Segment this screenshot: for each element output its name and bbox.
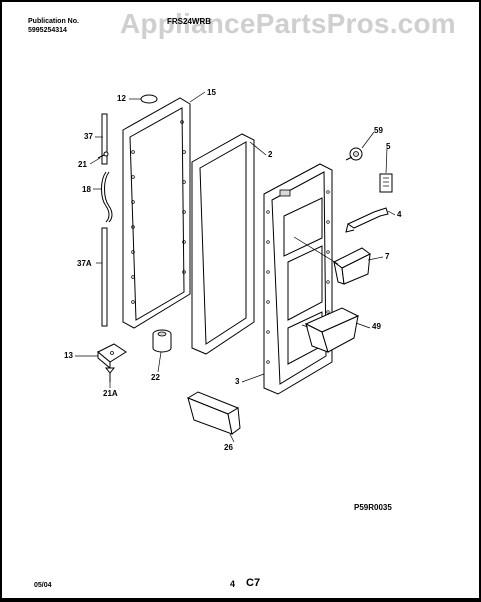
callout-7: 7	[385, 252, 390, 261]
door-gasket-part	[191, 133, 255, 355]
callout-3: 3	[235, 377, 240, 386]
handle-trim-upper-part	[101, 113, 108, 165]
callout-21a: 21A	[103, 389, 118, 398]
handle-trim-lower-part	[101, 227, 108, 327]
footer-page-number: 4	[230, 579, 236, 589]
door-bin-lower-part	[304, 307, 360, 353]
callout-37a: 37A	[77, 259, 92, 268]
hinge-part	[97, 343, 127, 370]
door-shelf-bottom-part	[186, 391, 241, 435]
cover-part	[140, 94, 158, 104]
publication-title: Publication No.	[28, 18, 79, 25]
callout-18: 18	[82, 185, 91, 194]
footer-section-code: C7	[246, 577, 261, 589]
light-switch-part	[379, 173, 393, 193]
screw-59-part	[345, 147, 363, 161]
callout-2: 2	[268, 150, 273, 159]
handle-part	[101, 171, 113, 223]
bushing-part	[152, 329, 172, 353]
leader-lines	[75, 91, 396, 443]
callout-13: 13	[64, 351, 73, 360]
callout-37: 37	[84, 132, 93, 141]
watermark: AppliancePartsPros.com	[120, 8, 456, 39]
callout-26: 26	[224, 443, 233, 452]
publication-number: 5995254314	[28, 27, 67, 34]
footer-date: 05/04	[34, 582, 52, 589]
callout-12: 12	[117, 94, 126, 103]
callout-4: 4	[397, 210, 402, 219]
callout-49: 49	[372, 322, 381, 331]
callout-15: 15	[207, 88, 216, 97]
hinge-screw-part	[104, 366, 116, 382]
door-bin-upper-part	[333, 247, 371, 285]
callout-59: 59	[374, 126, 383, 135]
model-number: FRS24WRB	[167, 17, 212, 26]
handle-screw-part	[97, 151, 109, 159]
door-liner-part	[263, 163, 333, 395]
callout-5: 5	[386, 142, 391, 151]
figure-code: P59R0035	[354, 503, 392, 512]
bracket-part	[345, 207, 389, 233]
door-frame-part	[122, 97, 191, 329]
callout-21: 21	[78, 160, 87, 169]
callout-22: 22	[151, 373, 160, 382]
